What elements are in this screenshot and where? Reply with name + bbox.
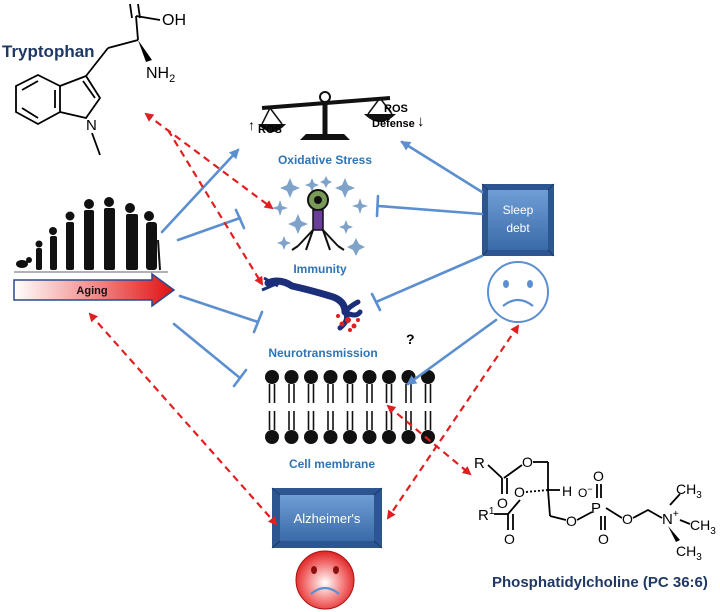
lipid-head-bottom xyxy=(362,430,377,444)
lipid-head-bottom xyxy=(323,430,338,444)
pc-r-label: R xyxy=(474,455,485,472)
sad-face-icon xyxy=(487,261,549,323)
aging-inhibit-neuro-line xyxy=(178,294,260,324)
red-dashed-connectors xyxy=(88,112,520,526)
carboxyl-oh-label: OH xyxy=(162,12,186,29)
sleep-debt-label-line1: Sleep xyxy=(503,203,534,217)
pc-phosphate-o-top: O xyxy=(593,468,604,484)
immunity-label: Immunity xyxy=(293,262,347,276)
aging-alzheimers-dashed-arrow xyxy=(88,312,278,526)
lipid-head-top xyxy=(265,370,279,384)
pc-ammonium-n-label: N+ xyxy=(662,509,679,528)
pc-phosphate-o-bottom: O xyxy=(598,531,609,547)
pc-phosphorus-label: P xyxy=(591,500,601,517)
sleep-alzheimers-dashed-arrow xyxy=(386,324,520,520)
lipid-head-bottom xyxy=(265,430,279,444)
oxidative-stress-label: Oxidative Stress xyxy=(278,153,372,167)
ros-defense-label-bottom: Defense xyxy=(372,118,415,130)
aging-to-oxidative-arrow xyxy=(160,148,240,234)
phosphatidylcholine-structure: R O O O H R1 O O P O O− O O N+ CH3 xyxy=(474,454,716,563)
question-mark-label: ? xyxy=(406,331,415,347)
lipid-head-top xyxy=(343,370,357,384)
pc-methyl-2: CH3 xyxy=(690,517,716,537)
tryptophan-neuro-dashed-arrow xyxy=(167,129,264,286)
sleep-debt-label-line2: debt xyxy=(506,221,530,235)
cell-membrane-label: Cell membrane xyxy=(289,457,375,471)
alzheimers-box: Alzheimer's xyxy=(271,487,383,549)
lipid-head-top xyxy=(323,370,338,384)
pc-carbonyl-o-1: O xyxy=(497,495,508,511)
pc-ester-o-2: O xyxy=(514,484,525,500)
sleep-debt-box: Sleep debt xyxy=(481,183,555,257)
neuron-icon xyxy=(261,276,363,332)
lipid-head-bottom xyxy=(343,430,357,444)
aging-inhibit-membrane-line xyxy=(172,322,242,380)
lipid-head-top xyxy=(304,370,318,384)
lipid-head-top xyxy=(362,370,377,384)
cell-membrane-icon xyxy=(265,370,435,444)
pc-methyl-1: CH3 xyxy=(676,481,702,501)
pc-h-label: H xyxy=(562,483,572,499)
tryptophan-structure: Tryptophan N OH NH2 xyxy=(2,3,186,156)
pc-r1-label: R1 xyxy=(478,506,495,524)
pc-ester-o-1: O xyxy=(522,454,533,470)
pc-carbonyl-o-2: O xyxy=(504,531,515,547)
lipid-head-bottom xyxy=(401,430,416,444)
sleep-inhibit-immunity-line xyxy=(376,204,484,216)
aging-inhibit-immunity-line xyxy=(176,216,242,242)
aging-silhouettes-icon xyxy=(16,197,161,271)
ros-up-label: ROS xyxy=(258,124,282,136)
sleep-to-oxidative-arrow xyxy=(400,140,484,194)
membrane-pc-dashed-arrow xyxy=(386,404,472,476)
immunity-virus-icon xyxy=(272,176,368,256)
ros-defense-down-arrow-icon: ↓ xyxy=(417,113,425,130)
alzheimers-label: Alzheimer's xyxy=(294,511,361,526)
lipid-head-bottom xyxy=(382,430,396,444)
tryptophan-label: Tryptophan xyxy=(2,42,95,61)
sad-red-face-icon xyxy=(295,550,355,610)
aging-label: Aging xyxy=(76,285,107,297)
neurotransmission-label: Neurotransmission xyxy=(268,346,377,360)
lipid-head-top xyxy=(382,370,396,384)
amine-label: NH2 xyxy=(146,65,175,85)
pc-phosphate-o-1: O xyxy=(566,513,577,529)
pc-methyl-3: CH3 xyxy=(676,543,702,563)
phosphatidylcholine-label: Phosphatidylcholine (PC 36:6) xyxy=(492,574,708,591)
aging-arrow: Aging xyxy=(13,272,176,308)
pc-phosphate-o-minus: O− xyxy=(578,484,593,500)
ros-up-arrow-icon: ↑ xyxy=(248,117,255,133)
lipid-head-top xyxy=(401,370,416,384)
tryptophan-immunity-dashed-arrow xyxy=(144,112,274,210)
sleep-to-membrane-arrow xyxy=(406,318,498,386)
pc-phosphate-o-2: O xyxy=(622,511,633,527)
benzene-ring xyxy=(15,73,61,126)
lipid-head-bottom xyxy=(421,430,435,444)
indole-n-label: N xyxy=(86,117,97,134)
lipid-head-bottom xyxy=(304,430,318,444)
ros-defense-label-top: ROS xyxy=(384,103,408,115)
lipid-head-top xyxy=(284,370,299,384)
lipid-head-bottom xyxy=(284,430,299,444)
sleep-inhibit-neuro-line xyxy=(374,254,484,304)
